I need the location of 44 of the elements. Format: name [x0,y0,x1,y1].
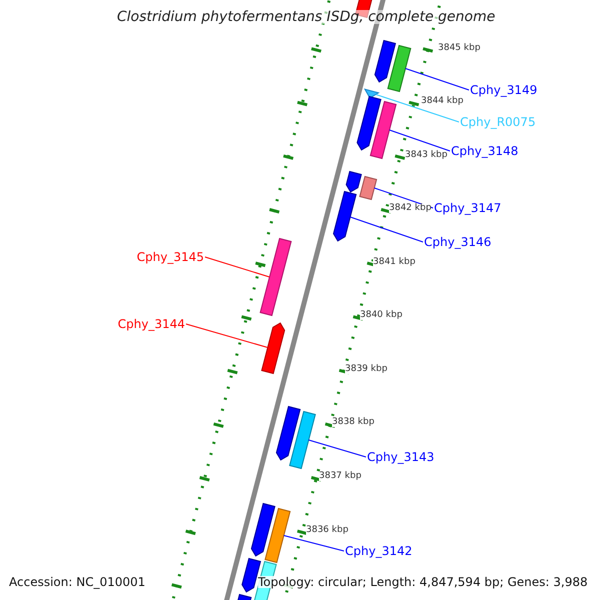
leader-line [283,535,344,552]
leader-line [388,130,450,152]
gene-label: Cphy_3148 [451,145,518,157]
genome-info-text: Topology: circular; Length: 4,847,594 bp; Genes: 3,988 [258,576,588,588]
gene-feature [356,96,382,151]
gene-feature [374,40,396,83]
leader-line [308,440,366,458]
leader-line [350,216,424,242]
gene-label: Cphy_3149 [470,84,538,96]
gene-marker [364,88,380,99]
scale-label: 3845 kbp [438,44,480,53]
gene-feature [276,406,301,461]
scale-label: 3841 kbp [373,258,416,267]
gene-feature [260,238,292,316]
gene-feature [250,502,276,557]
leader-line [375,94,460,122]
scale-label: 3844 kbp [421,97,464,106]
scale-label: 3838 kbp [332,418,374,427]
scale-label: 3843 kbp [405,151,448,160]
gene-feature [289,410,316,470]
leader-line [186,324,268,348]
leader-line [404,68,470,90]
gene-label: Cphy_3142 [345,545,412,557]
accession-text: Accession: NC_010001 [9,576,146,588]
scale-label: 3840 kbp [360,311,402,320]
gene-feature [359,176,378,200]
scale-label: 3842 kbp [389,204,432,213]
gene-label: Cphy_3143 [367,451,434,463]
gene-feature [370,100,397,160]
gene-feature [387,44,412,92]
gene-feature [264,508,291,564]
gene-feature [332,190,357,242]
leader-line [204,256,270,278]
gene-feature [261,322,286,374]
gene-label: Cphy_3145 [136,251,204,263]
gene-label: Cphy_3144 [118,318,185,330]
gene-label: Cphy_3146 [424,236,492,248]
scale-label: 3837 kbp [319,472,362,481]
gene-label: Cphy_3147 [434,202,502,214]
title: Clostridium phytofermentans ISDg, complete genome [117,10,496,24]
gene-feature [346,170,362,193]
scale-label: 3836 kbp [306,526,348,535]
scale-label: 3839 kbp [345,365,388,374]
gene-label: Cphy_R0075 [460,116,536,128]
